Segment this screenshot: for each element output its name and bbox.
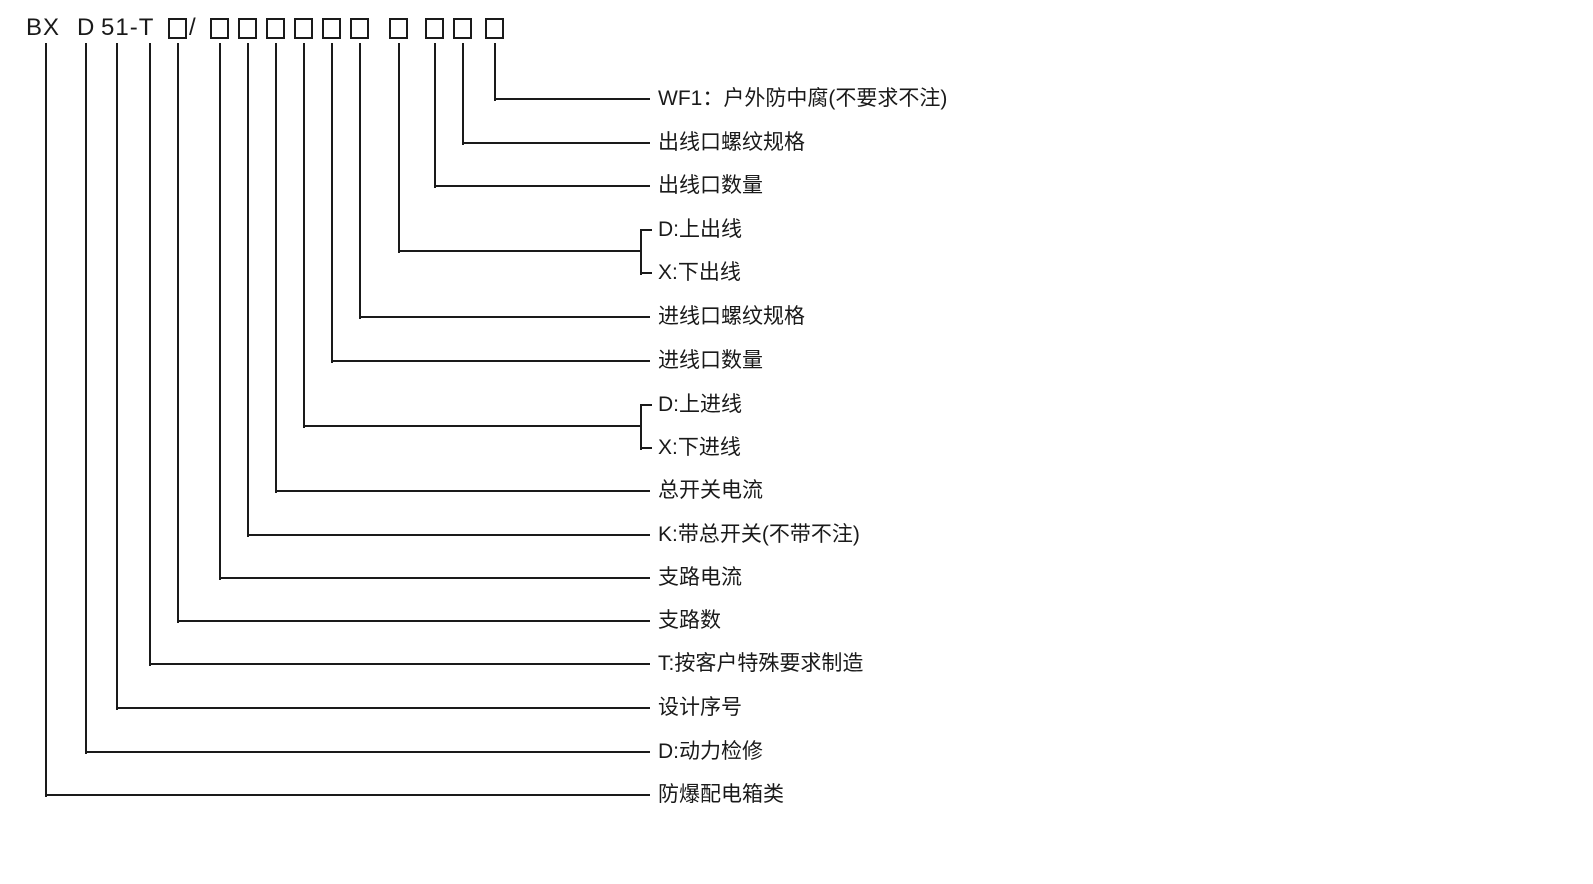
bracket-line — [640, 404, 652, 406]
connector-line — [494, 43, 496, 101]
connector-line — [149, 663, 650, 665]
label-outlet-top: D:上出线 — [658, 218, 742, 241]
label-outlet-thread-spec: 出线口螺纹规格 — [658, 131, 805, 154]
label-inlet-thread-spec: 进线口螺纹规格 — [658, 305, 805, 328]
label-branch-count: 支路数 — [658, 609, 721, 632]
connector-line — [359, 316, 650, 318]
bracket-line — [640, 229, 652, 231]
code-design: 51-T — [101, 14, 155, 41]
bracket-line — [640, 447, 652, 449]
connector-line — [275, 43, 277, 493]
connector-line — [45, 43, 47, 797]
connector-line — [219, 577, 650, 579]
label-with-main-switch: K:带总开关(不带不注) — [658, 523, 860, 546]
connector-line — [177, 620, 650, 622]
code-separator: / — [189, 14, 197, 41]
connector-line — [331, 43, 333, 363]
placeholder-box-branch-count — [168, 18, 187, 39]
connector-line — [85, 751, 650, 753]
code-series: BX — [26, 14, 61, 41]
label-branch-current: 支路电流 — [658, 566, 742, 589]
connector-line — [85, 43, 87, 754]
bracket-line — [640, 272, 652, 274]
placeholder-box-inlet-thread — [350, 18, 369, 39]
label-inlet-count: 进线口数量 — [658, 349, 763, 372]
bracket-line — [640, 404, 642, 450]
label-power-maintenance: D:动力检修 — [658, 740, 763, 763]
connector-line — [331, 360, 650, 362]
connector-line — [116, 707, 650, 709]
connector-line — [359, 43, 361, 319]
placeholder-box-inlet-dir — [294, 18, 313, 39]
connector-line — [398, 43, 400, 253]
placeholder-box-wf1 — [485, 18, 504, 39]
connector-line — [45, 794, 650, 796]
code-type: D — [77, 14, 96, 41]
label-design-serial: 设计序号 — [658, 696, 742, 719]
connector-line — [462, 142, 650, 144]
connector-line — [303, 425, 640, 427]
label-main-switch-current: 总开关电流 — [658, 479, 763, 502]
connector-line — [149, 43, 151, 666]
connector-line — [434, 43, 436, 188]
placeholder-box-outlet-dir — [389, 18, 408, 39]
connector-line — [116, 43, 118, 710]
connector-line — [303, 43, 305, 428]
placeholder-box-branch-current — [210, 18, 229, 39]
label-inlet-bottom: X:下进线 — [658, 436, 741, 459]
label-custom-manufacture: T:按客户特殊要求制造 — [658, 652, 864, 675]
label-outlet-count: 出线口数量 — [658, 174, 763, 197]
label-wf1-outdoor-anticorrosion: WF1：户外防中腐(不要求不注) — [658, 87, 948, 110]
placeholder-box-outlet-count — [425, 18, 444, 39]
label-outlet-bottom: X:下出线 — [658, 261, 741, 284]
connector-line — [494, 98, 650, 100]
connector-line — [462, 43, 464, 145]
placeholder-box-main-switch — [238, 18, 257, 39]
placeholder-box-inlet-count — [322, 18, 341, 39]
bracket-line — [640, 229, 642, 275]
connector-line — [398, 250, 640, 252]
label-inlet-top: D:上进线 — [658, 393, 742, 416]
connector-line — [434, 185, 650, 187]
connector-line — [275, 490, 650, 492]
label-explosionproof-box-class: 防爆配电箱类 — [658, 783, 784, 806]
connector-line — [247, 534, 650, 536]
connector-line — [177, 43, 179, 623]
connector-line — [247, 43, 249, 537]
connector-line — [219, 43, 221, 580]
placeholder-box-main-current — [266, 18, 285, 39]
placeholder-box-outlet-thread — [453, 18, 472, 39]
